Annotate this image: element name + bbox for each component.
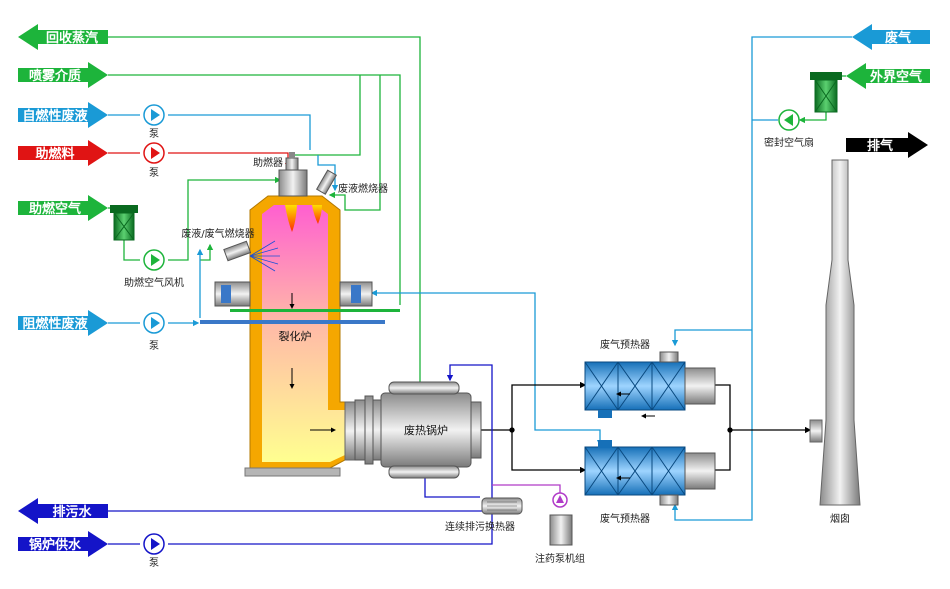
main-burner-label: 助燃器 <box>253 156 283 169</box>
chimney-label: 烟囱 <box>830 512 850 525</box>
flammable-waste-liquid-arrow: 自燃性废液 <box>18 102 108 128</box>
boiler-feed-water-arrow: 锅炉供水 <box>18 531 108 557</box>
waste-liquid-gas-burner: 废液/废气燃烧器 <box>181 227 255 262</box>
left-injection-nozzle <box>214 281 251 307</box>
seal-air-fan-label: 密封空气扇 <box>764 136 814 149</box>
dosing-pump-label: 注药泵机组 <box>535 552 585 565</box>
blowdown-heat-exchanger: 连续排污换热器 <box>445 497 523 533</box>
waste-liquid-gas-burner-label: 废液/废气燃烧器 <box>181 227 254 240</box>
waste-heat-boiler: 废热锅炉 <box>354 381 482 479</box>
waste-liquid-burner: 废液燃烧器 <box>315 169 388 195</box>
atomizing-medium-label: 喷雾介质 <box>29 68 81 84</box>
pump-label-2: 泵 <box>149 167 159 179</box>
atomizing-manifold <box>230 309 400 312</box>
preheater-bottom-label: 废气预热器 <box>600 512 650 525</box>
pump-flammable-waste-liquid: 泵 <box>143 104 165 140</box>
pump-label-4: 泵 <box>149 557 159 569</box>
chimney: 烟囱 <box>809 159 861 525</box>
pump-label-3: 泵 <box>149 340 159 352</box>
waste-liquid-burner-label: 废液燃烧器 <box>338 182 388 195</box>
combustion-air-fan-label: 助燃空气风机 <box>124 276 184 289</box>
combustion-air-filter <box>110 205 138 241</box>
seal-air-fan: 密封空气扇 <box>764 109 814 149</box>
cracking-furnace-label: 裂化炉 <box>279 329 312 343</box>
fire-retardant-waste-liquid-arrow: 阻燃性废液 <box>18 310 108 336</box>
steam-recovery-arrow: 回收蒸汽 <box>18 24 108 50</box>
exhaust-label: 排气 <box>867 138 893 154</box>
blowdown-water-label: 排污水 <box>52 504 92 520</box>
blowdown-water-arrow: 排污水 <box>18 498 108 524</box>
pump-auxiliary-fuel: 泵 <box>143 142 165 179</box>
waste-gas-label: 废气 <box>885 30 911 46</box>
waste-gas-arrow: 废气 <box>852 24 930 50</box>
fire-retardant-manifold <box>200 320 385 324</box>
blowdown-exchanger-label: 连续排污换热器 <box>445 520 515 533</box>
waste-gas-preheater-bottom: 废气预热器 <box>584 440 716 525</box>
preheater-top-label: 废气预热器 <box>600 338 650 351</box>
spray-pattern <box>249 240 280 272</box>
flammable-waste-liquid-label: 自燃性废液 <box>22 108 87 124</box>
water-piping <box>108 364 510 545</box>
outside-air-label: 外界空气 <box>869 69 922 85</box>
flue-gas-piping <box>472 381 812 474</box>
combustion-air-fan: 助燃空气风机 <box>124 249 184 289</box>
exhaust-arrow: 排气 <box>846 132 928 158</box>
right-injection-nozzle <box>339 281 373 307</box>
waste-gas-preheater-top: 废气预热器 <box>584 338 716 419</box>
auxiliary-fuel-label: 助燃料 <box>35 146 74 162</box>
cracking-furnace: 裂化炉 <box>244 195 356 477</box>
pump-label-1: 泵 <box>149 128 159 140</box>
dosing-pump-unit: 注药泵机组 <box>535 492 585 565</box>
outside-air-arrow: 外界空气 <box>846 63 930 89</box>
auxiliary-fuel-arrow: 助燃料 <box>18 140 108 166</box>
waste-heat-boiler-label: 废热锅炉 <box>404 423 448 437</box>
combustion-air-arrow: 助燃空气 <box>18 195 108 221</box>
steam-recovery-label: 回收蒸汽 <box>46 30 98 46</box>
main-burner: 助燃器 <box>253 152 308 197</box>
pump-boiler-feed: 泵 <box>143 533 165 569</box>
fire-retardant-waste-liquid-label: 阻燃性废液 <box>22 316 87 332</box>
atomizing-medium-arrow: 喷雾介质 <box>18 62 108 88</box>
combustion-air-label: 助燃空气 <box>29 201 81 217</box>
pump-fire-retardant: 泵 <box>143 312 165 352</box>
boiler-feed-water-label: 锅炉供水 <box>29 537 82 553</box>
seal-air-filter <box>810 72 842 113</box>
